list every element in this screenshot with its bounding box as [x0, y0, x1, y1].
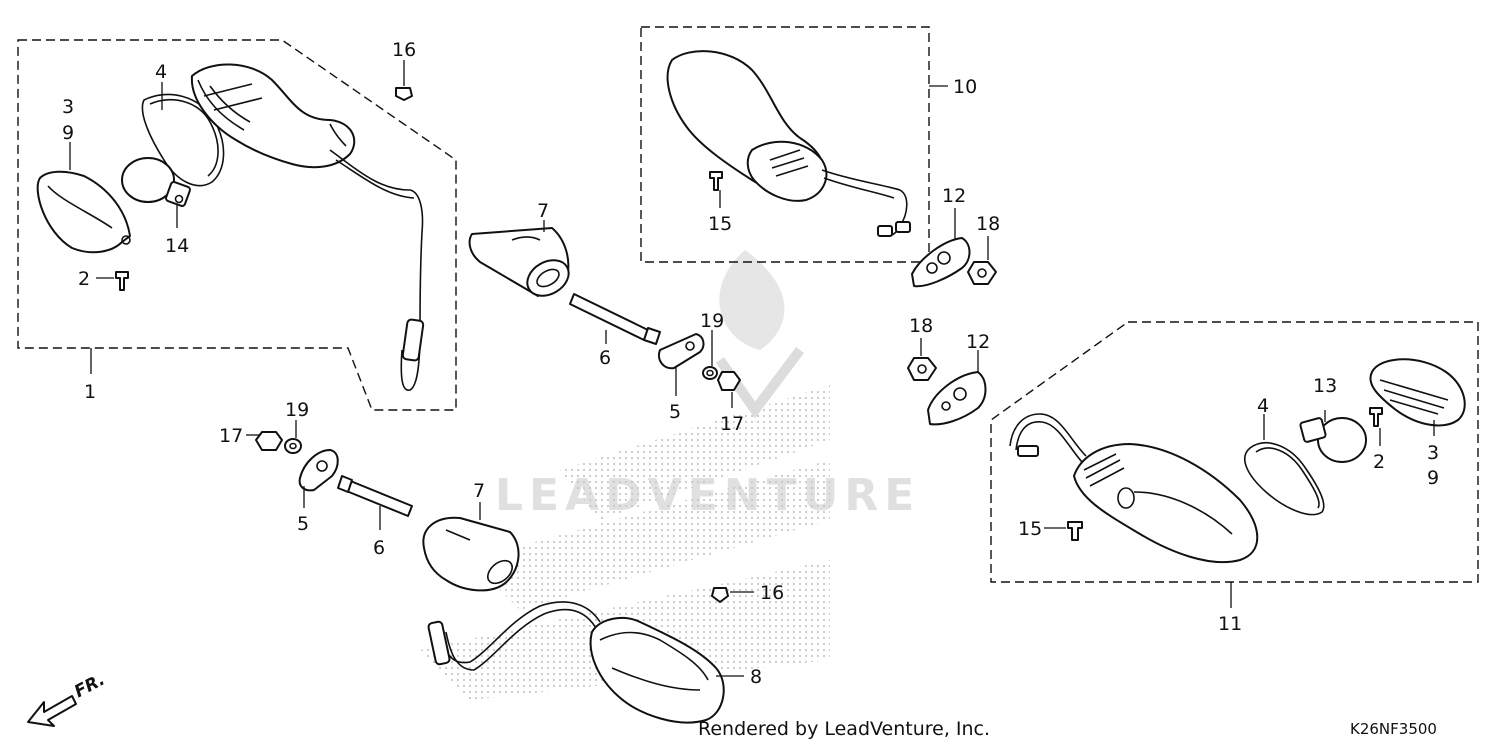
housing-11: [1009, 413, 1259, 564]
label-19-upper: 19: [700, 310, 724, 332]
label-18-lower: 18: [909, 315, 933, 337]
plate-12-upper: [911, 237, 971, 288]
collar-6-lower: [337, 475, 413, 517]
label-15-lower: 15: [1018, 518, 1042, 540]
screw-15-upper: [709, 171, 723, 191]
washer-19-lower: [284, 438, 302, 454]
screw-2-left: [115, 271, 129, 291]
gasket-4-right: [1244, 442, 1325, 516]
screw-15-lower: [1067, 521, 1083, 541]
label-5-lower: 5: [297, 513, 309, 535]
group-box-1: [17, 39, 457, 411]
label-3-left: 3: [62, 96, 74, 118]
front-arrow-icon: [27, 695, 77, 727]
bulb-14-left: [121, 157, 191, 207]
washer-19-upper: [702, 366, 718, 380]
label-12-upper: 12: [942, 185, 966, 207]
lens-3-9-left: [36, 170, 131, 254]
nut-17-lower: [255, 431, 283, 451]
nut-17-upper: [717, 371, 741, 391]
housing-10: [666, 50, 911, 237]
label-7-lower: 7: [473, 480, 485, 502]
label-16-lower: 16: [760, 582, 784, 604]
collar-6-upper: [569, 293, 661, 345]
nut-18-lower: [907, 357, 937, 381]
label-16-top: 16: [392, 39, 416, 61]
plate-5-lower: [298, 449, 339, 492]
nut-18-upper: [967, 261, 997, 285]
label-8: 8: [750, 666, 762, 688]
diagram-code: K26NF3500: [1350, 720, 1437, 738]
part-labels: 1 2 3 9 4 14 16 7 6 5 19 17 10 15 12 18 …: [62, 39, 1439, 688]
label-18-upper: 18: [976, 213, 1000, 235]
label-19-lower: 19: [285, 399, 309, 421]
bolt-16-lower: [711, 587, 729, 603]
label-9-right: 9: [1427, 467, 1439, 489]
watermark-graphic: LEADVENTURE: [420, 250, 920, 700]
label-7-upper: 7: [537, 200, 549, 222]
rubber-mount-7-lower: [422, 516, 520, 592]
label-6-lower: 6: [373, 537, 385, 559]
label-10: 10: [953, 76, 977, 98]
label-17-upper: 17: [720, 413, 744, 435]
bolt-16-top: [395, 87, 413, 101]
screw-2-right: [1369, 407, 1383, 427]
label-15-upper: 15: [708, 213, 732, 235]
leader-lines: [69, 60, 1435, 677]
watermark-text: LEADVENTURE: [495, 470, 920, 521]
housing-1: [190, 63, 425, 391]
label-13: 13: [1313, 375, 1337, 397]
plate-5-upper: [658, 333, 705, 370]
gasket-4-left: [141, 93, 225, 187]
housing-8: [427, 601, 725, 724]
label-1: 1: [84, 381, 96, 403]
credit-text: Rendered by LeadVenture, Inc.: [698, 718, 991, 740]
label-12-lower: 12: [966, 331, 990, 353]
label-9-left: 9: [62, 122, 74, 144]
label-2-right: 2: [1373, 451, 1385, 473]
label-17-lower: 17: [219, 425, 243, 447]
plate-12-lower: [927, 371, 987, 426]
label-4-right: 4: [1257, 395, 1269, 417]
label-11: 11: [1218, 613, 1242, 635]
label-14: 14: [165, 235, 189, 257]
label-2-left: 2: [78, 268, 90, 290]
label-4-left: 4: [155, 61, 167, 83]
lens-3-9-right: [1369, 358, 1466, 427]
label-3-right: 3: [1427, 442, 1439, 464]
label-5-upper: 5: [669, 401, 681, 423]
rubber-mount-7-upper: [468, 227, 570, 297]
bulb-13-right: [1299, 417, 1367, 463]
label-6-upper: 6: [599, 347, 611, 369]
